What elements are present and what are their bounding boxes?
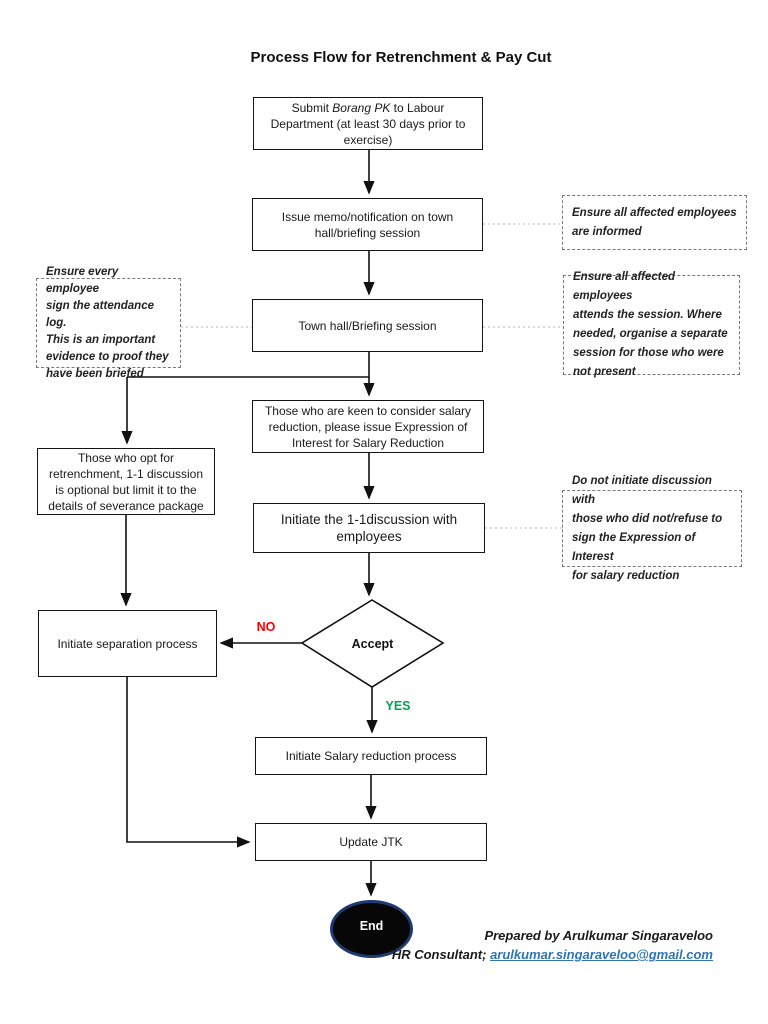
node-issue-memo: Issue memo/notification on town hall/bri…: [252, 198, 483, 251]
note-employees-informed: Ensure all affected employees are inform…: [562, 195, 747, 250]
node-submit-borang-pk: Submit Borang PK to Labour Department (a…: [253, 97, 483, 150]
email-link[interactable]: arulkumar.singaraveloo@gmail.com: [490, 947, 713, 962]
end-label: End: [359, 919, 384, 933]
branch-label-yes: YES: [385, 699, 411, 713]
node-expression-of-interest: Those who are keen to consider salary re…: [252, 400, 484, 453]
node-separation-process: Initiate separation process: [38, 610, 217, 677]
note-session-attendance: Ensure all affected employees attends th…: [563, 271, 740, 378]
node-town-hall: Town hall/Briefing session: [252, 299, 483, 352]
decision-diamond: [300, 599, 445, 688]
node-salary-reduction: Initiate Salary reduction process: [255, 737, 487, 775]
page-title: Process Flow for Retrenchment & Pay Cut: [250, 49, 552, 66]
footer-prepared-by: Prepared by Arulkumar Singaraveloo: [484, 928, 713, 943]
note-connectors: [181, 223, 563, 529]
flow-arrows: [120, 150, 378, 897]
footer-credit: Prepared by Arulkumar Singaraveloo HR Co…: [392, 926, 713, 964]
note-attendance-log: Ensure every employee sign the attendanc…: [36, 266, 181, 380]
node-initiate-discussion: Initiate the 1-1discussion with employee…: [253, 503, 485, 553]
node-submit-line1: Submit Borang PK to Labour: [291, 100, 445, 115]
node-opt-retrenchment: Those who opt for retrenchment, 1-1 disc…: [37, 448, 215, 515]
footer-consultant-line: HR Consultant; arulkumar.singaraveloo@gm…: [392, 945, 713, 964]
note-do-not-initiate: Do not initiate discussion with those wh…: [562, 475, 742, 582]
end-terminator: End: [330, 900, 413, 958]
branch-label-no: NO: [256, 620, 276, 634]
decision-accept-label: Accept: [351, 636, 394, 651]
node-update-jtk: Update JTK: [255, 823, 487, 861]
footer-role: HR Consultant;: [391, 947, 491, 962]
